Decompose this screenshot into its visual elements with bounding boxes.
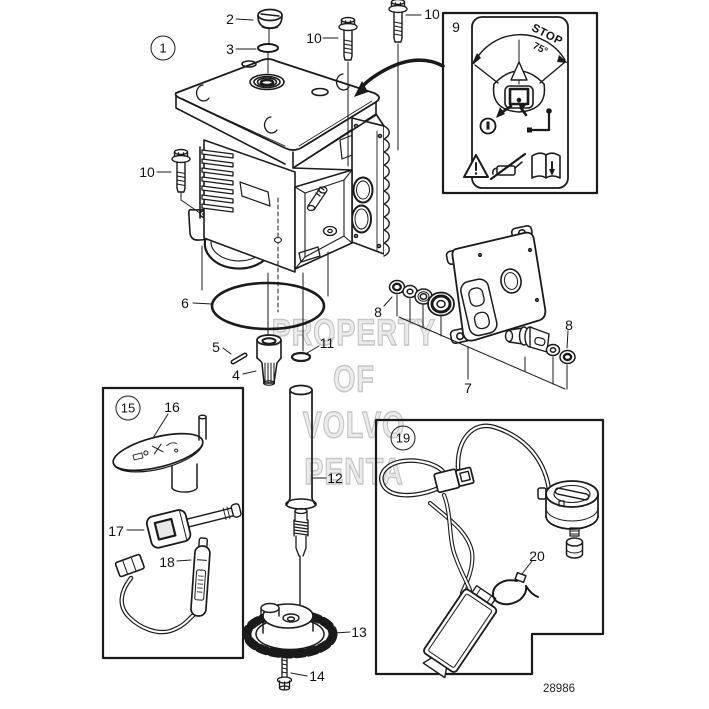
inset-box-19 xyxy=(374,418,605,679)
callout-20: 20 xyxy=(529,548,545,564)
tube-part12 xyxy=(285,384,327,510)
diagnostic-cable-part18 xyxy=(114,537,211,635)
key-icon xyxy=(479,117,497,135)
drawing-number: 28986 xyxy=(543,683,575,695)
gearwheel-part13 xyxy=(242,602,351,659)
flange-bolt-part10-right xyxy=(388,0,422,151)
flange-bolt-part10-mid xyxy=(322,16,358,167)
callout-18: 18 xyxy=(159,554,175,570)
watermark: PROPERTY OF VOLVO PENTA xyxy=(257,310,451,495)
watermark-line2: VOLVO PENTA xyxy=(302,404,406,493)
callout-15-badge: 15 xyxy=(115,395,141,421)
callout-8-left: 8 xyxy=(374,304,382,320)
decal-arrows xyxy=(479,102,552,135)
socket-tool-part17 xyxy=(126,503,242,549)
plug-cap-part2 xyxy=(235,8,283,45)
callout-15: 15 xyxy=(120,400,136,416)
callout-14: 14 xyxy=(309,668,325,684)
callout-3: 3 xyxy=(226,41,234,57)
callout-8-right: 8 xyxy=(565,317,573,333)
callout-4: 4 xyxy=(232,367,240,383)
manual-book-icon xyxy=(531,152,561,179)
watermark-line1: PROPERTY OF xyxy=(271,312,437,401)
harness-connector xyxy=(433,466,475,494)
flange-bolt-part10-left xyxy=(156,148,201,214)
bolt-part14 xyxy=(276,655,308,691)
callout-17: 17 xyxy=(108,523,124,539)
o-ring-part3 xyxy=(235,43,279,74)
inset-box-15 xyxy=(101,386,245,660)
injector-detail xyxy=(306,186,328,212)
callout-arrow xyxy=(354,58,445,97)
harness-cables xyxy=(379,423,552,596)
callout-6: 6 xyxy=(181,295,189,311)
tool-plate-part16 xyxy=(112,413,207,493)
callout-5: 5 xyxy=(212,339,220,355)
decal-dial xyxy=(471,33,568,113)
callout-13: 13 xyxy=(351,624,367,640)
mounting-washers-part8-left xyxy=(383,279,455,317)
callout-1: 1 xyxy=(159,40,167,56)
threaded-adapter xyxy=(293,507,309,561)
cable-tie-part20 xyxy=(492,560,539,606)
callout-9: 9 xyxy=(452,19,460,35)
ecu-bracket-part7 xyxy=(445,224,547,345)
callout-10-bolt-mid: 10 xyxy=(306,30,322,46)
callout-1-badge: 1 xyxy=(150,35,176,61)
callout-7: 7 xyxy=(464,380,472,396)
sensor-unit xyxy=(537,480,599,559)
o-ring-part11 xyxy=(290,345,320,363)
path-icon xyxy=(529,112,551,132)
callout-10-bolt-left: 10 xyxy=(139,164,155,180)
leader-lines-ecu xyxy=(396,294,568,390)
pin-part5 xyxy=(222,347,248,365)
washer-nut-part8-right xyxy=(545,330,576,365)
callout-12: 12 xyxy=(327,470,343,486)
callout-19-badge: 19 xyxy=(390,425,416,451)
large-o-ring-part6 xyxy=(192,281,326,331)
callout-19: 19 xyxy=(395,430,411,446)
no-oil-icon xyxy=(489,152,527,181)
callout-16: 16 xyxy=(164,399,180,415)
inset-box-9 xyxy=(441,11,599,195)
callout-2: 2 xyxy=(226,11,234,27)
spline-adapter-part4 xyxy=(242,334,282,386)
callout-10-bolt-right: 10 xyxy=(424,6,440,22)
leader-lines-housing xyxy=(201,245,329,352)
relay-module xyxy=(422,585,498,679)
main-housing xyxy=(174,58,390,313)
decal-warning-icons xyxy=(463,152,561,181)
pivot-lever xyxy=(504,326,550,353)
callout-11: 11 xyxy=(319,335,335,351)
